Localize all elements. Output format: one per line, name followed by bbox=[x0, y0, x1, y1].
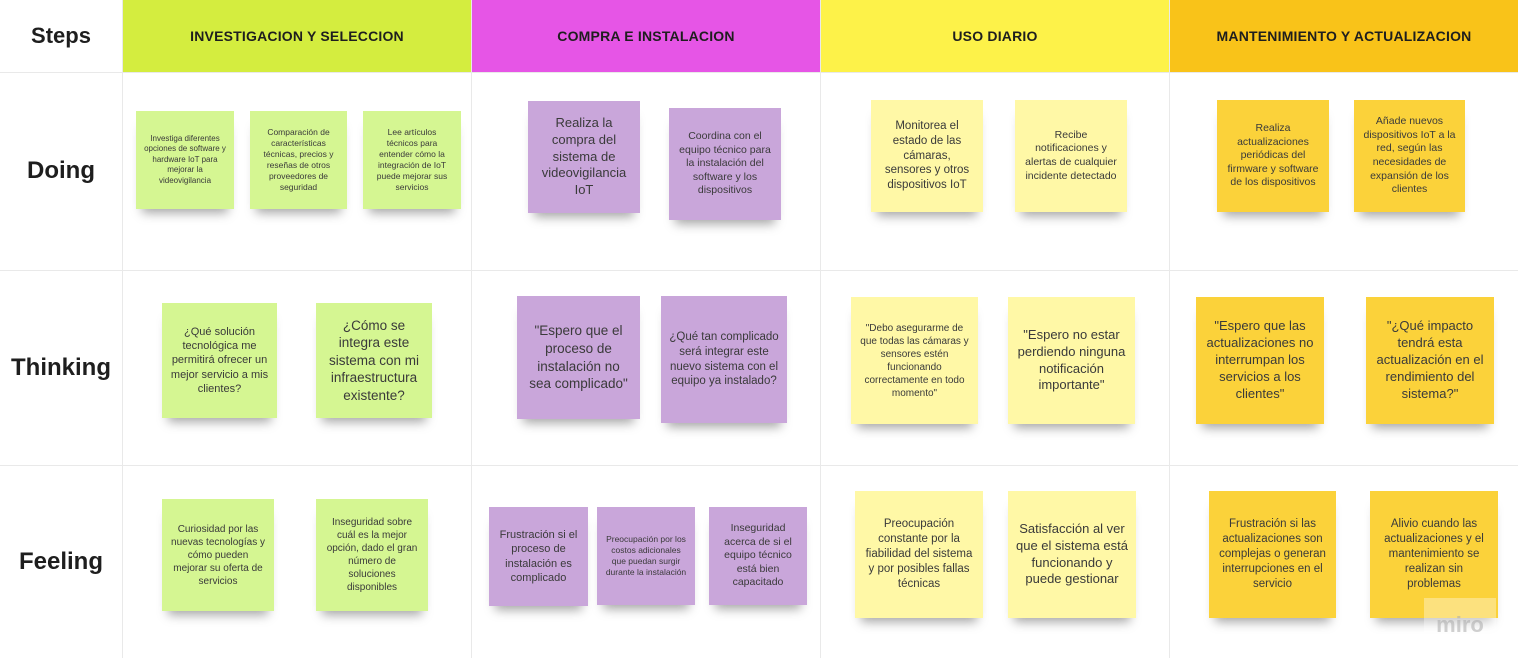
sticky-note[interactable]: Lee artículos técnicos para entender cóm… bbox=[363, 111, 461, 209]
sticky-note[interactable]: Preocupación por los costos adicionales … bbox=[597, 507, 695, 605]
sticky-note[interactable]: ¿Qué tan complicado será integrar este n… bbox=[661, 296, 787, 423]
row-label-doing[interactable]: Doing bbox=[27, 157, 95, 184]
sticky-note[interactable]: Preocupación constante por la fiabilidad… bbox=[855, 491, 983, 618]
sticky-note[interactable]: Monitorea el estado de las cámaras, sens… bbox=[871, 100, 983, 212]
column-header-mantenimiento[interactable]: MANTENIMIENTO Y ACTUALIZACION bbox=[1170, 0, 1518, 72]
row-label-thinking[interactable]: Thinking bbox=[11, 353, 111, 381]
sticky-note[interactable]: Frustración si las actualizaciones son c… bbox=[1209, 491, 1336, 618]
sticky-note[interactable]: Inseguridad acerca de si el equipo técni… bbox=[709, 507, 807, 605]
sticky-note[interactable]: Recibe notificaciones y alertas de cualq… bbox=[1015, 100, 1127, 212]
sticky-note[interactable]: "Debo asegurarme de que todas las cámara… bbox=[851, 297, 978, 424]
sticky-note[interactable]: "¿Qué impacto tendrá esta actualización … bbox=[1366, 297, 1494, 424]
row-label-feeling[interactable]: Feeling bbox=[18, 547, 103, 575]
sticky-note[interactable]: ¿Cómo se integra este sistema con mi inf… bbox=[316, 303, 432, 418]
sticky-note[interactable]: Realiza actualizaciones periódicas del f… bbox=[1217, 100, 1329, 212]
grid-line bbox=[471, 0, 472, 658]
sticky-note[interactable]: "Espero que el proceso de instalación no… bbox=[517, 296, 640, 419]
grid-line bbox=[0, 270, 1518, 271]
sticky-note[interactable]: Coordina con el equipo técnico para la i… bbox=[669, 108, 781, 220]
column-header-investigacion[interactable]: INVESTIGACION Y SELECCION bbox=[123, 0, 471, 72]
miro-watermark-logo: miro bbox=[1424, 598, 1496, 638]
column-header-uso-diario[interactable]: USO DIARIO bbox=[821, 0, 1169, 72]
sticky-note[interactable]: Curiosidad por las nuevas tecnologías y … bbox=[162, 499, 274, 611]
grid-line bbox=[0, 72, 1518, 73]
column-header-compra[interactable]: COMPRA E INSTALACION bbox=[472, 0, 820, 72]
sticky-note[interactable]: "Espero no estar perdiendo ninguna notif… bbox=[1008, 297, 1135, 424]
sticky-note[interactable]: "Espero que las actualizaciones no inter… bbox=[1196, 297, 1324, 424]
sticky-note[interactable]: ¿Qué solución tecnológica me permitirá o… bbox=[162, 303, 277, 418]
sticky-note[interactable]: Frustración si el proceso de instalación… bbox=[489, 507, 588, 606]
grid-line bbox=[1169, 0, 1170, 658]
sticky-note[interactable]: Satisfacción al ver que el sistema está … bbox=[1008, 491, 1136, 618]
sticky-note[interactable]: Investiga diferentes opciones de softwar… bbox=[136, 111, 234, 209]
sticky-note[interactable]: Inseguridad sobre cuál es la mejor opció… bbox=[316, 499, 428, 611]
grid-line bbox=[820, 0, 821, 658]
sticky-note[interactable]: Comparación de características técnicas,… bbox=[250, 111, 347, 209]
row-label-steps[interactable]: Steps bbox=[31, 23, 91, 48]
grid-line bbox=[0, 465, 1518, 466]
sticky-note[interactable]: Añade nuevos dispositivos IoT a la red, … bbox=[1354, 100, 1465, 212]
grid-line bbox=[122, 0, 123, 658]
sticky-note[interactable]: Alivio cuando las actualizaciones y el m… bbox=[1370, 491, 1498, 618]
sticky-note[interactable]: Realiza la compra del sistema de videovi… bbox=[528, 101, 640, 213]
